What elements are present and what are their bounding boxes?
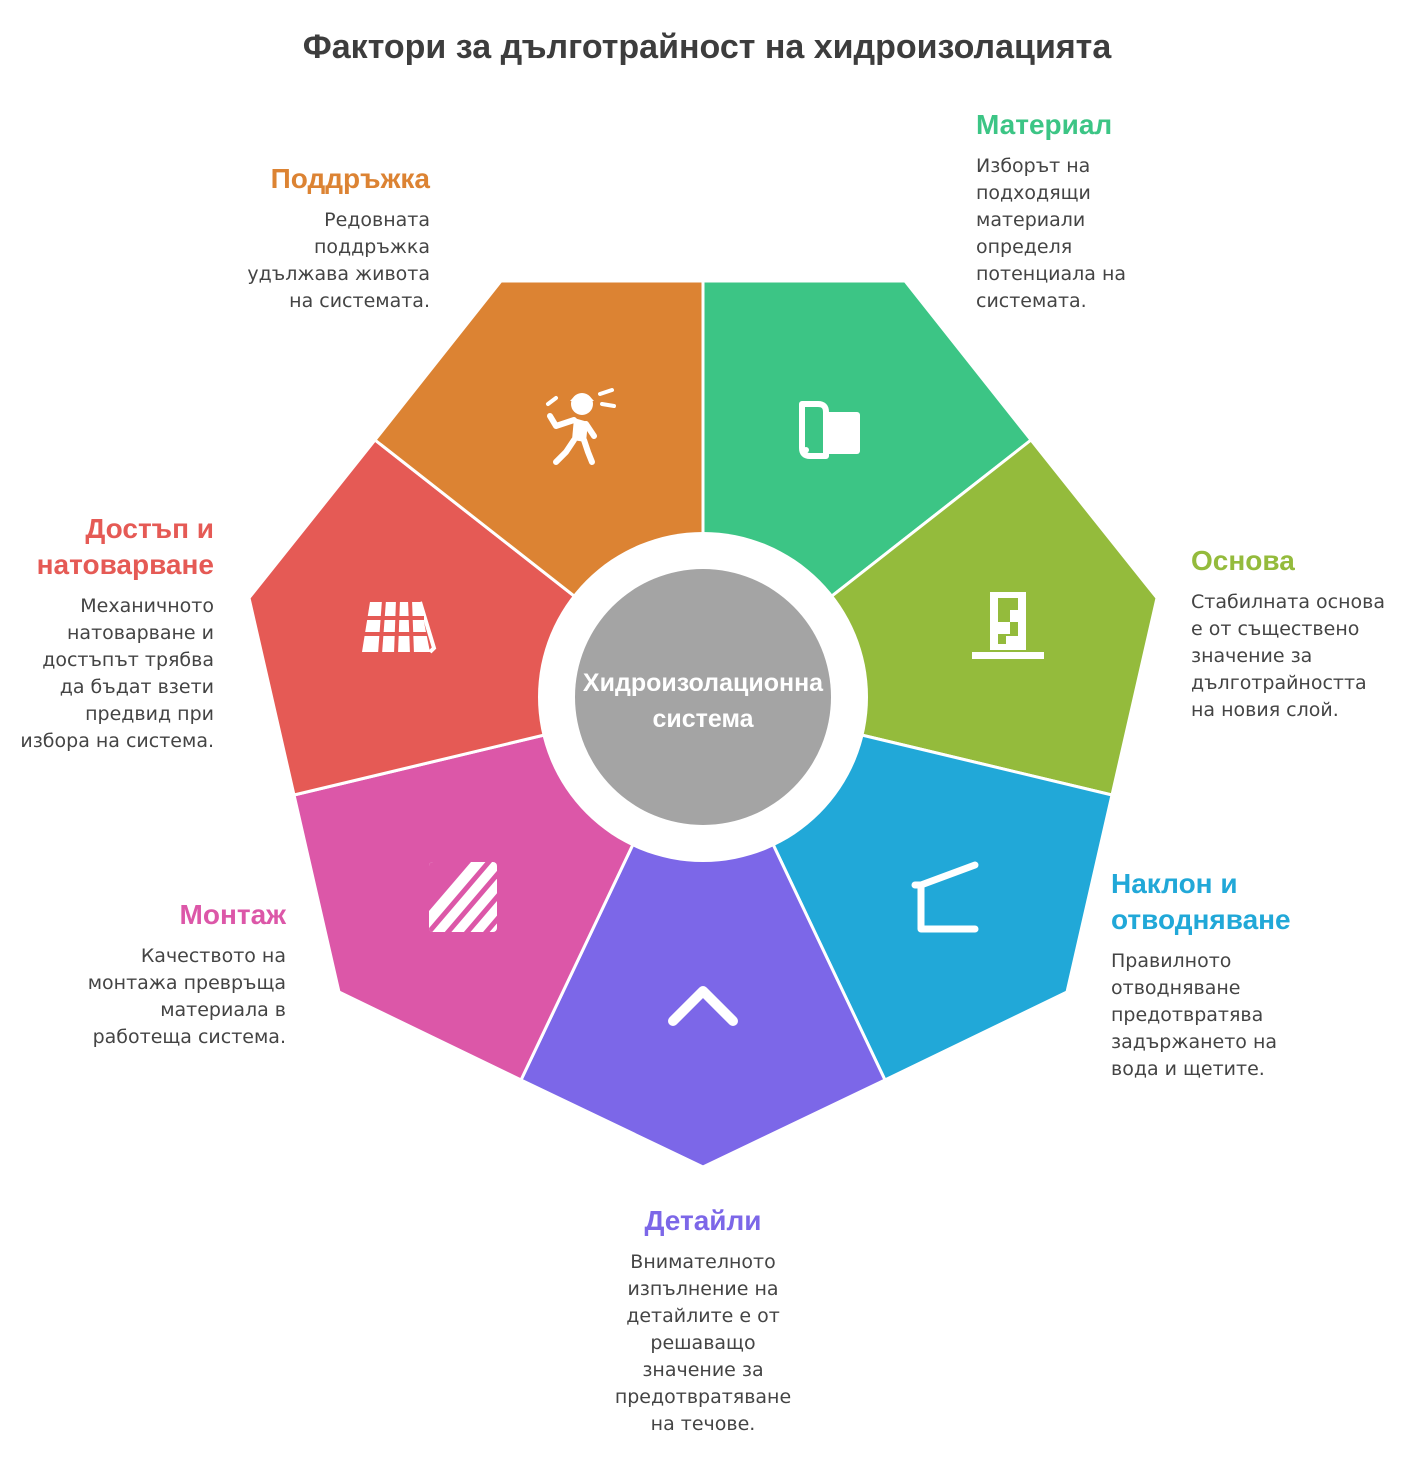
factor-slope-title-line1: Наклон и <box>1111 868 1238 899</box>
desc-line: работеща система. <box>92 1026 286 1048</box>
desc-line: задържането на <box>1111 1031 1278 1053</box>
factor-installation-title: Монтаж <box>179 899 286 930</box>
desc-line: решаващо <box>650 1332 756 1354</box>
center-label-line2: система <box>652 705 754 733</box>
desc-line: да бъдат взети <box>59 676 214 698</box>
roll-material-icon <box>799 401 860 459</box>
desc-line: системата. <box>976 290 1087 312</box>
desc-line: избора на система. <box>20 730 214 752</box>
factor-details-title: Детайли <box>644 1205 762 1236</box>
factor-access-title-line1: Достъп и <box>85 513 214 544</box>
factor-access: Достъп и натоварване Механичното натоварв… <box>4 511 214 755</box>
desc-line: Правилното <box>1111 950 1232 972</box>
desc-line: подходящи <box>976 182 1091 204</box>
factor-installation: Монтаж Качеството на монтажа превръща мате… <box>26 897 286 1051</box>
factor-base-desc: Стабилната основа е от съществено значение… <box>1191 589 1411 724</box>
desc-line: значение за <box>1191 645 1313 667</box>
desc-line: предотвратяване <box>614 1386 792 1408</box>
factor-base: Основа Стабилната основа е от съществено з… <box>1191 543 1411 724</box>
desc-line: поддръжка <box>313 236 430 258</box>
desc-line: на системата. <box>289 290 430 312</box>
desc-line: Качеството на <box>140 945 286 967</box>
desc-line: значение за <box>642 1359 764 1381</box>
desc-line: детайлите е от <box>626 1305 780 1327</box>
desc-line: вода и щетите. <box>1111 1058 1265 1080</box>
desc-line: натоварване и <box>67 622 214 644</box>
desc-line: дълготрайността <box>1191 672 1367 694</box>
factor-access-title-line2: натоварване <box>36 549 214 580</box>
page-title: Фактори за дълготрайност на хидроизолаци… <box>302 28 1112 66</box>
desc-line: е от съществено <box>1191 618 1360 640</box>
desc-line: Изборът на <box>976 155 1091 177</box>
desc-line: достъпът трябва <box>42 649 214 671</box>
factor-slope-desc: Правилното отводняване предотвратява задърж… <box>1111 948 1371 1083</box>
slope-icon <box>911 861 979 933</box>
desc-line: на новия слой. <box>1191 699 1339 721</box>
solar-panel-icon <box>362 599 437 655</box>
factor-access-title: Достъп и натоварване <box>4 511 214 583</box>
factor-maintenance-desc: Редовната поддръжка удължава живота на сист… <box>170 207 430 315</box>
worker-icon <box>546 388 616 465</box>
desc-line: материала в <box>160 999 286 1021</box>
center-disc <box>575 569 831 825</box>
factor-material-desc: Изборът на подходящи материали определя поте… <box>976 153 1236 315</box>
desc-line: Внимателното <box>630 1251 776 1273</box>
desc-line: предотвратява <box>1111 1004 1264 1026</box>
desc-line: определя <box>976 236 1073 258</box>
factor-material: Материал Изборът на подходящи материали опр… <box>976 107 1236 315</box>
factor-maintenance: Поддръжка Редовната поддръжка удължава жив… <box>170 161 430 315</box>
desc-line: предвид при <box>85 703 214 725</box>
foundation-icon <box>972 592 1044 659</box>
factor-slope: Наклон и отводняване Правилното отводнява… <box>1111 866 1371 1083</box>
desc-line: монтажа превръща <box>87 972 286 994</box>
factor-maintenance-title: Поддръжка <box>270 163 430 194</box>
center-label-line1: Хидроизолационна <box>583 669 824 697</box>
desc-line: Механичното <box>80 595 214 617</box>
desc-line: отводняване <box>1111 977 1241 999</box>
factor-installation-desc: Качеството на монтажа превръща материала в… <box>26 943 286 1051</box>
desc-line: Редовната <box>324 209 430 231</box>
factor-details: Детайли Внимателното изпълнение на детайли… <box>553 1203 853 1438</box>
chevron-up-icon <box>668 986 738 1026</box>
desc-line: удължава живота <box>247 263 430 285</box>
factor-access-desc: Механичното натоварване и достъпът трябва д… <box>4 593 214 755</box>
factor-slope-title: Наклон и отводняване <box>1111 866 1371 938</box>
desc-line: на течове. <box>650 1413 756 1435</box>
desc-line: изпълнение на <box>627 1278 779 1300</box>
desc-line: материали <box>976 209 1086 231</box>
factor-details-desc: Внимателното изпълнение на детайлите е от р… <box>553 1249 853 1438</box>
desc-line: Стабилната основа <box>1191 591 1385 613</box>
factor-base-title: Основа <box>1191 545 1295 576</box>
desc-line: потенциала на <box>976 263 1127 285</box>
factor-material-title: Материал <box>976 109 1113 140</box>
factor-slope-title-line2: отводняване <box>1111 904 1291 935</box>
striped-panel-icon <box>429 862 497 932</box>
